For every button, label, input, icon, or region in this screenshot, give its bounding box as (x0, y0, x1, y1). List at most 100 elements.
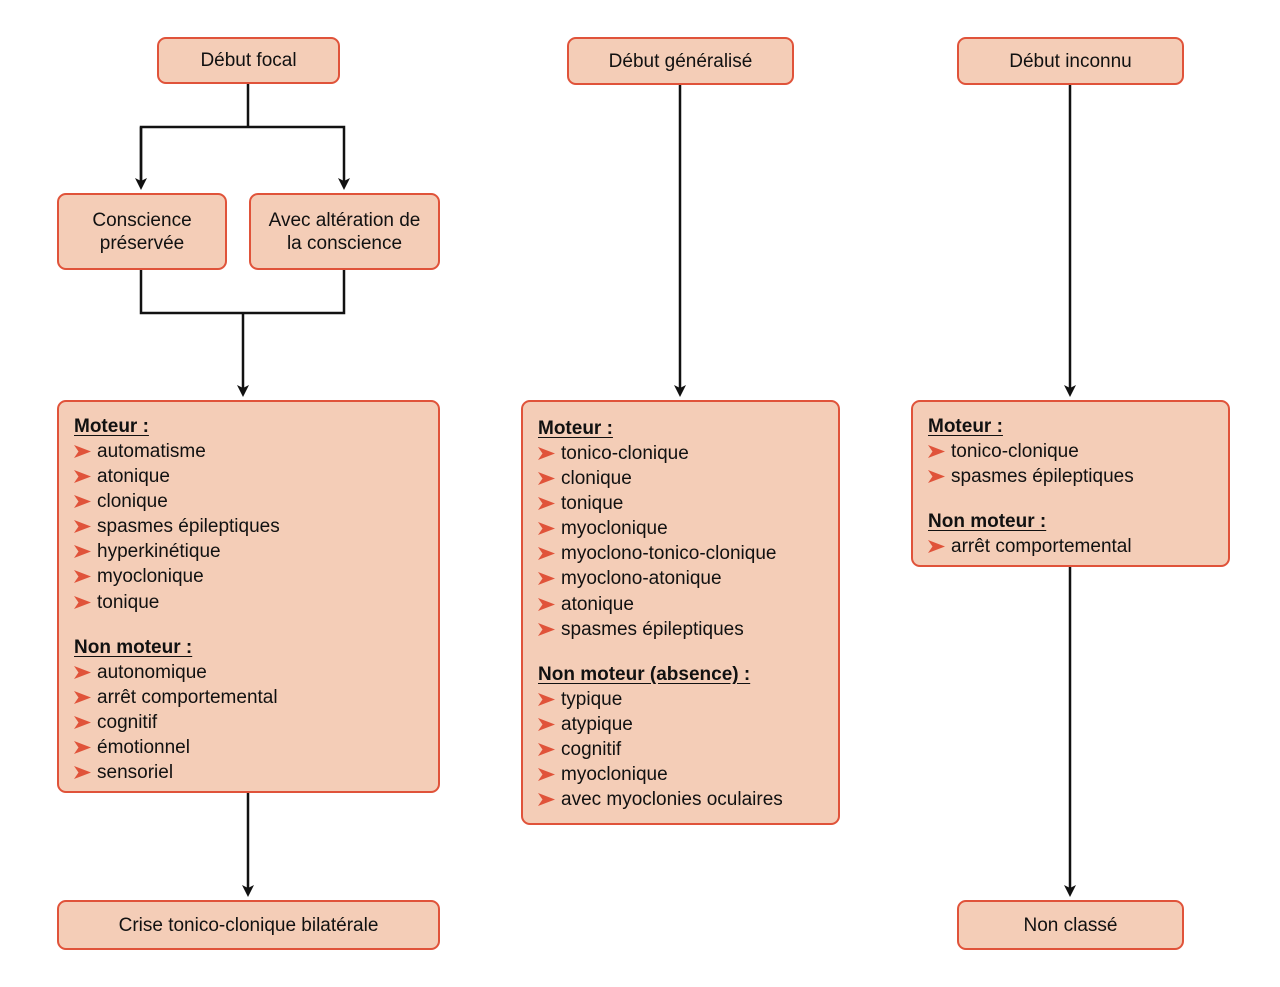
arrow-bullet-icon (74, 470, 91, 484)
list-item: atypique (538, 712, 838, 737)
generalized-motor-title: Moteur : (538, 418, 613, 439)
focal-motor-section: Moteur : automatisme atonique clonique spas… (74, 414, 438, 615)
list-item-label: tonique (97, 591, 160, 613)
generalized-non-motor-title: Non moteur (absence) : (538, 663, 751, 685)
focal-non-motor-title: Non moteur : (74, 636, 193, 658)
generalized-non-motor-list: typique atypique cognitif myoclonique avec m… (538, 687, 838, 812)
list-item-label: myoclono-tonico-clonique (561, 543, 777, 565)
list-item-label: tonique (561, 493, 624, 515)
list-item-label: tonico-clonique (561, 443, 689, 464)
focal-outcome-label: Crise tonico-clonique bilatérale (118, 914, 379, 936)
connector-focal-merge (139, 269, 346, 315)
list-item: myoclonique (538, 516, 838, 541)
focal-onset-box: Début focal (157, 37, 340, 84)
list-item-label: autonomique (97, 661, 207, 683)
list-item: clonique (74, 489, 438, 514)
arrow-bullet-icon (538, 793, 555, 807)
list-item-label: myoclonique (561, 764, 668, 786)
list-item-label: avec myoclonies oculaires (561, 789, 783, 811)
list-item: clonique (538, 466, 838, 491)
arrow-bullet-icon (538, 597, 555, 611)
list-item-label: myoclonique (97, 566, 204, 588)
arrow-bullet-icon (538, 622, 555, 636)
list-item-label: spasmes épileptiques (951, 466, 1134, 488)
arrow-bullet-icon (74, 520, 91, 534)
unknown-outcome-box: Non classé (957, 900, 1184, 950)
list-item: myoclonique (74, 564, 438, 589)
list-item: spasmes épileptiques (74, 514, 438, 539)
arrow-bullet-icon (538, 547, 555, 561)
focal-non-motor-section: Non moteur : autonomique arrêt comporteme… (74, 635, 438, 785)
unknown-outcome-label: Non classé (1023, 914, 1118, 936)
list-item-label: spasmes épileptiques (561, 618, 744, 640)
list-item-label: atypique (561, 713, 633, 735)
list-item: myoclonique (538, 762, 838, 787)
awareness-impaired-label: Avec altération de la conscience (268, 209, 421, 254)
list-item-label: cognitif (561, 738, 622, 760)
list-item-label: clonique (97, 491, 168, 513)
focal-outcome-box: Crise tonico-clonique bilatérale (57, 900, 440, 950)
arrow-bullet-icon (74, 445, 91, 458)
list-item-label: atonique (97, 466, 170, 488)
list-item: hyperkinétique (74, 539, 438, 564)
arrow-bullet-icon (74, 570, 91, 584)
arrow-bullet-icon (538, 472, 555, 486)
list-item-label: clonique (561, 468, 632, 490)
list-item: automatisme (74, 439, 438, 464)
focal-motor-list: automatisme atonique clonique spasmes épile… (74, 439, 438, 615)
generalized-non-motor-section: Non moteur (absence) : typique atypique co… (538, 662, 838, 812)
list-item-label: arrêt comportemental (951, 536, 1132, 558)
unknown-onset-title: Début inconnu (1009, 50, 1132, 72)
generalized-onset-title: Début généralisé (608, 50, 753, 72)
list-item-label: cognitif (97, 711, 158, 733)
unknown-non-motor-list: arrêt comportemental (928, 534, 1228, 559)
list-item-label: atonique (561, 593, 634, 615)
list-item-label: spasmes épileptiques (97, 516, 280, 538)
list-item: avec myoclonies oculaires (538, 787, 838, 812)
list-item: cognitif (74, 710, 438, 735)
arrow-bullet-icon (538, 717, 555, 731)
list-item-label: sensoriel (97, 762, 174, 784)
list-item: tonico-clonique (928, 439, 1228, 464)
list-item: tonique (538, 491, 838, 516)
arrow-bullet-icon (538, 522, 555, 536)
unknown-motor-title: Moteur : (928, 416, 1003, 437)
focal-classification-box: Moteur : automatisme atonique clonique spas… (57, 400, 440, 793)
unknown-onset-box: Début inconnu (957, 37, 1184, 85)
focal-onset-title: Début focal (200, 50, 297, 71)
generalized-onset-box: Début généralisé (567, 37, 794, 85)
list-item: atonique (538, 592, 838, 617)
list-item: atonique (74, 464, 438, 489)
unknown-non-motor-title: Non moteur : (928, 511, 1047, 533)
awareness-preserved-label: Conscience préservée (92, 209, 192, 254)
awareness-preserved-box: Conscience préservée (57, 193, 227, 270)
arrow-bullet-icon (928, 445, 945, 458)
arrow-bullet-icon (538, 572, 555, 586)
arrow-bullet-icon (538, 692, 555, 706)
list-item-label: arrêt comportemental (97, 686, 278, 708)
arrow-bullet-icon (74, 740, 91, 754)
list-item: arrêt comportemental (74, 685, 438, 710)
arrow-bullet-icon (928, 540, 945, 554)
list-item: myoclono-atonique (538, 566, 838, 591)
arrow-bullet-icon (74, 766, 91, 780)
list-item: myoclono-tonico-clonique (538, 541, 838, 566)
list-item-label: automatisme (97, 441, 206, 462)
list-item-label: hyperkinétique (97, 541, 221, 563)
list-item: émotionnel (74, 735, 438, 760)
list-item-label: myoclono-atonique (561, 568, 722, 590)
arrow-bullet-icon (74, 495, 91, 509)
arrow-bullet-icon (74, 595, 91, 609)
list-item-label: typique (561, 688, 623, 710)
list-item: tonique (74, 590, 438, 615)
list-item: sensoriel (74, 760, 438, 785)
list-item: autonomique (74, 660, 438, 685)
arrow-bullet-icon (538, 497, 555, 511)
focal-motor-title: Moteur : (74, 416, 149, 437)
